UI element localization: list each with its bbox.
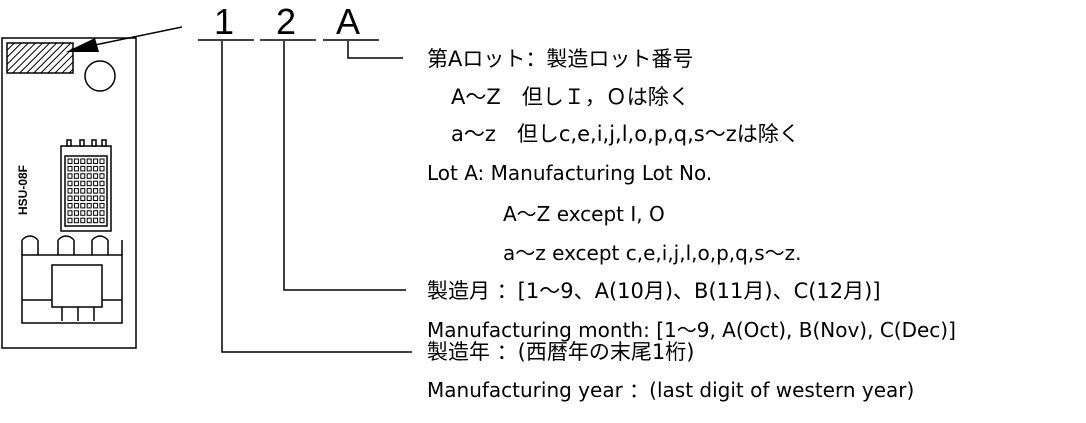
sensor-grid-cell [67,165,73,172]
label-patch-hatched [6,42,74,74]
sensor-grid-cell [67,173,73,179]
sensor-grid-cell [80,217,86,224]
leader-lines [221,41,412,353]
sensor-grid-cell [80,210,86,216]
lot-title-ja: 第Aロット：製造ロット番号 [427,47,694,71]
code-char-lot: A [336,1,361,42]
sensor-grid-cell [73,210,79,216]
year-leader [221,41,412,353]
sensor-grid-cell [80,202,86,209]
sensor-grid-cell [67,195,73,201]
sensor-grid-cell [93,173,99,179]
sensor-grid-cell [67,158,73,164]
sensor-grid-cell [67,217,73,224]
sensor-grid-cell [80,180,86,187]
sensor-grid-cell [99,202,105,209]
sensor-grid-cell [93,158,99,164]
sensor-grid-cell [93,195,99,201]
sensor-grid-cell [99,173,105,179]
connector-icon [21,235,123,324]
sensor-grid-cell [86,165,92,172]
sensor-grid-cell [93,180,99,187]
lot-upper-en: A〜Z except I, O [503,202,665,226]
year-title-ja: 製造年 ：(西暦年の末尾1桁) [427,340,695,364]
month-title-en: Manufacturing month: [1〜9, A(Oct), B(Nov… [427,318,956,342]
sensor-grid-cell [86,188,92,194]
sensor-grid-cell [73,188,79,194]
sensor-grid-cell [93,165,99,172]
mounting-hole-icon [84,60,116,92]
sensor-grid-cell [73,217,79,224]
sensor-element [60,139,112,232]
sensor-grid-cell [93,202,99,209]
sensor-grid-cell [80,158,86,164]
lot-upper-ja: A〜Z 但しＩ，Ｏは除く [451,85,690,109]
sensor-grid-cell [86,158,92,164]
sensor-grid-cell [86,180,92,187]
sensor-grid-cell [93,210,99,216]
month-leader [283,41,406,291]
sensor-grid-cell [86,217,92,224]
sensor-grid-cell [99,158,105,164]
sensor-module [1,37,137,349]
code-char-month: 2 [276,1,297,42]
sensor-grid-cell [80,165,86,172]
sensor-grid-cell [73,180,79,187]
sensor-grid-cell [99,188,105,194]
sensor-grid-cell [73,202,79,209]
sensor-grid-cell [99,165,105,172]
sensor-grid-cell [73,173,79,179]
pointer-arrow [66,26,183,52]
sensor-grid-cell [86,173,92,179]
code-char-year: 1 [214,1,235,42]
module-model-label: HSU-08F [16,164,30,215]
sensor-grid-cell [99,210,105,216]
lot-lower-en: a〜z except c,e,i,j,l,o,p,q,s〜z. [503,241,802,265]
sensor-grid-cell [99,195,105,201]
sensor-grid-cell [67,210,73,216]
month-title-ja: 製造月 ：[1〜9、A(10月)、B(11月)、C(12月)] [427,279,881,303]
sensor-grid-cell [67,202,73,209]
sensor-grid-cell [93,217,99,224]
sensor-grid-cell [99,180,105,187]
sensor-grid-cell [67,188,73,194]
sensor-grid-cell [73,165,79,172]
lot-leader [347,41,403,59]
sensor-grid-cell [73,158,79,164]
sensor-grid-cell [80,173,86,179]
sensor-grid-cell [67,180,73,187]
sensor-grid-cell [93,188,99,194]
sensor-grid-cell [80,188,86,194]
sensor-grid-cell [80,195,86,201]
sensor-grid-cell [86,195,92,201]
sensor-grid-cell [99,217,105,224]
sensor-grid-cell [86,210,92,216]
sensor-grid-cell [73,195,79,201]
sensor-grid-cell [86,202,92,209]
lot-title-en: Lot A: Manufacturing Lot No. [427,161,713,185]
lot-lower-ja: a〜z 但しc,e,i,j,l,o,p,q,s〜zは除く [451,122,800,146]
year-title-en: Manufacturing year ：(last digit of weste… [427,378,915,402]
